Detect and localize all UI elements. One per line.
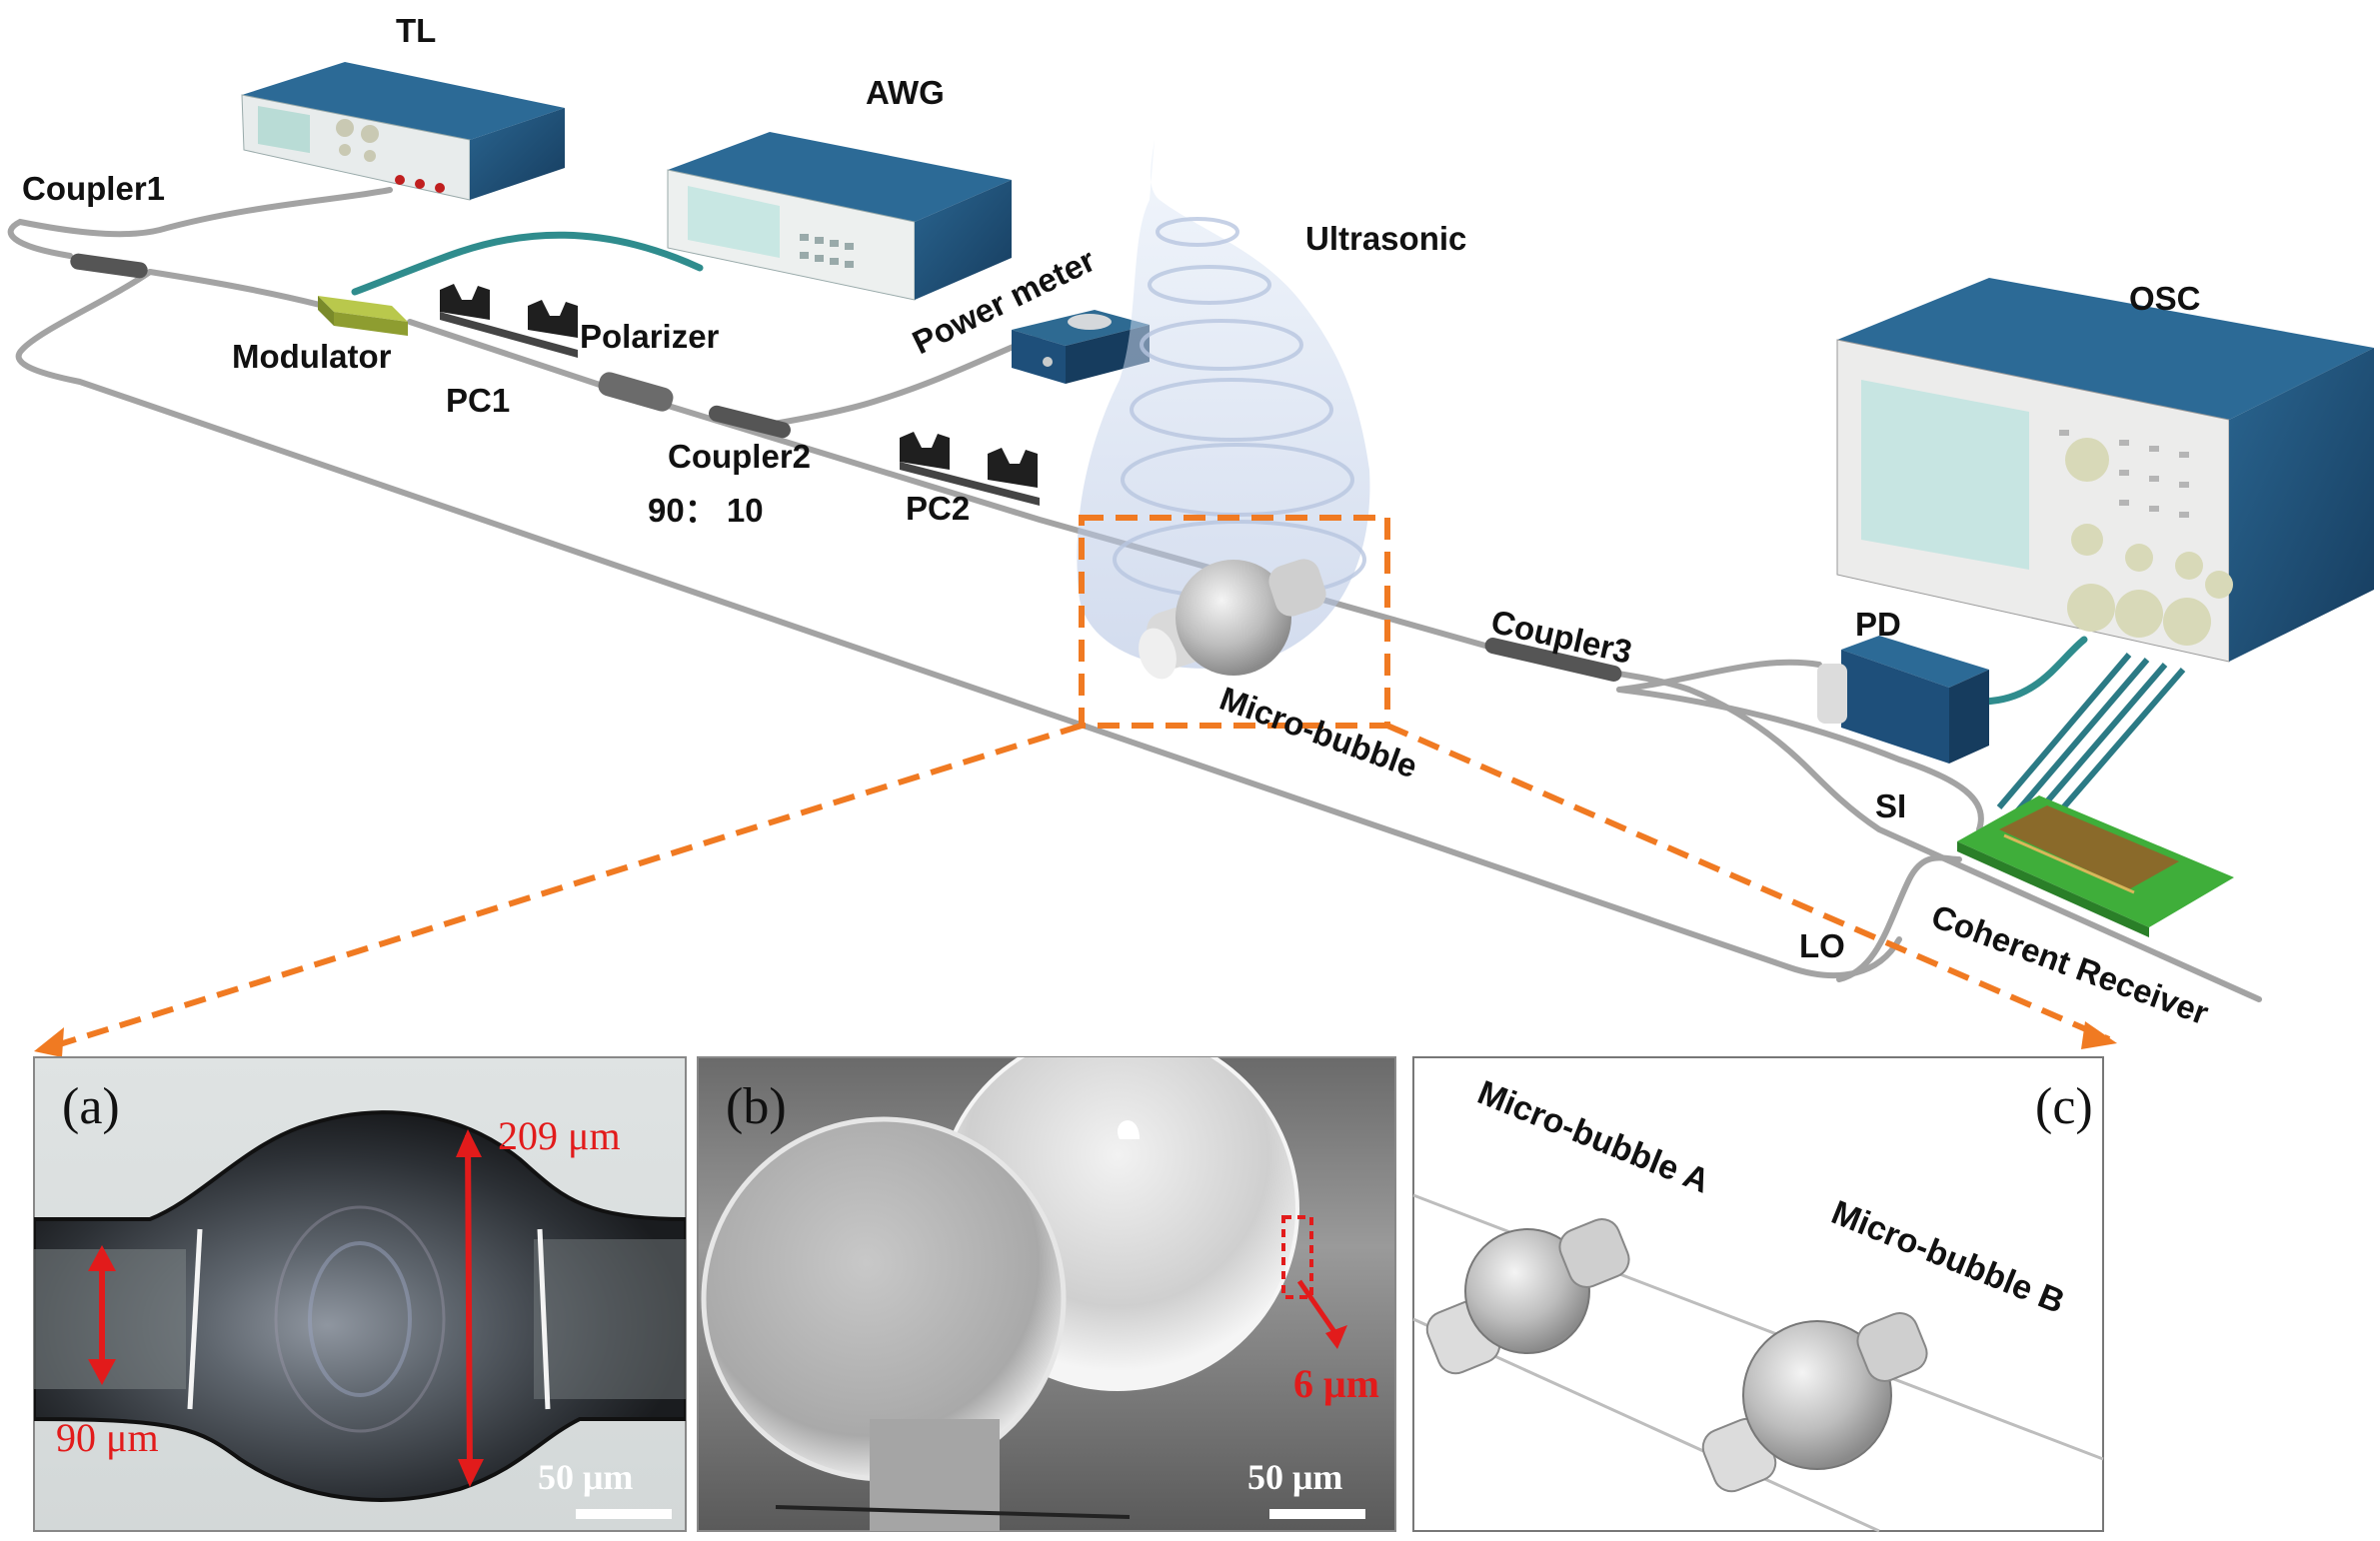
pc2-controller: PC2 [900, 432, 1040, 527]
label-micro-bubble: Micro-bubble [1215, 680, 1422, 785]
coupler1: Coupler1 [22, 170, 165, 279]
coupler3: Coupler3 [1484, 603, 1635, 682]
panel-b-wall-thickness: 6 μm [1293, 1361, 1379, 1406]
coupler2: Coupler2 90： 10 [648, 405, 811, 529]
label-modulator: Modulator [232, 338, 392, 375]
highlight-box [49, 515, 2111, 1050]
electrical-cables [351, 231, 2088, 706]
tunable-laser: TL [241, 12, 565, 201]
panel-c-letter: (c) [2035, 1078, 2093, 1135]
label-pc1: PC1 [446, 382, 510, 419]
label-polarizer: Polarizer [580, 318, 720, 355]
arrow-left [34, 1027, 64, 1057]
micro-bubble-setup [1139, 559, 1326, 680]
label-pc2: PC2 [906, 490, 970, 527]
panel-a-letter: (a) [62, 1078, 120, 1135]
panel-a-inner-diameter: 90 μm [56, 1415, 159, 1460]
label-lo: LO [1799, 927, 1845, 964]
bubble-a-model [1425, 1218, 1630, 1375]
label-coupler-ratio: 90： 10 [648, 492, 764, 529]
panel-a-scale-bar: 50 μm [538, 1457, 633, 1497]
panel-b-letter: (b) [726, 1078, 787, 1135]
label-coupler1: Coupler1 [22, 170, 165, 207]
coherent-receiver: Coherent Receiver [1927, 795, 2234, 1031]
awg-instrument: AWG [667, 74, 1012, 301]
label-ultrasonic: Ultrasonic [1305, 220, 1466, 257]
panel-c-schematic: (c) Micro-bubble A Micro-bubble B [1412, 1056, 2104, 1533]
ultrasonic-transducer: Ultrasonic [1077, 140, 1466, 669]
modulator: Modulator [232, 296, 408, 375]
panel-b-sem-image: (b) 6 μm 50 μm [697, 1056, 1396, 1532]
panel-b-scale-bar: 50 μm [1247, 1457, 1342, 1497]
label-awg: AWG [866, 74, 945, 111]
pc1-controller: PC1 [440, 284, 578, 419]
panel-a-optical-image: (a) 209 μm 90 μm 50 μm [33, 1056, 687, 1532]
label-pd: PD [1855, 606, 1901, 643]
label-coupler2: Coupler2 [668, 438, 811, 475]
label-tl: TL [396, 12, 436, 49]
polarizer: Polarizer [580, 318, 720, 412]
arrow-right [2081, 1021, 2117, 1049]
label-si: SI [1875, 787, 1906, 824]
receiver-cables [1996, 653, 2186, 821]
bubble-b-model [1701, 1312, 1928, 1493]
oscilloscope: OSC [1836, 278, 2374, 663]
panel-a-outer-diameter: 209 μm [498, 1113, 621, 1158]
label-osc: OSC [2129, 280, 2201, 317]
photodetector: PD [1817, 606, 1989, 764]
